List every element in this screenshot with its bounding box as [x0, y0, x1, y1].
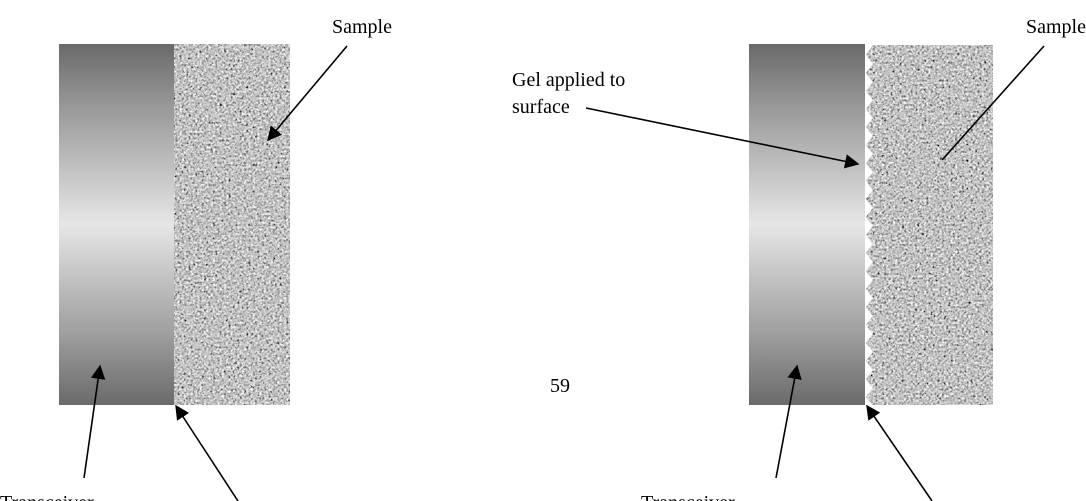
right-sample-arrow [941, 45, 1045, 161]
left-transceiver-arrow [83, 364, 106, 479]
gel-arrow [585, 107, 860, 169]
right-transceiver-block [749, 44, 865, 405]
gel-label-line1: Gel applied to [512, 69, 625, 91]
left-transceiver-block [59, 44, 174, 405]
left-transceiver-label: Transceiver [0, 492, 94, 501]
left-sample-label: Sample [332, 16, 392, 38]
right-transceiver-arrow [775, 364, 802, 479]
left-panel: Sample Transceiver [0, 16, 392, 501]
page-number: 59 [550, 375, 570, 397]
right-transceiver-label: Transceiver [641, 492, 735, 501]
right-sample-block [866, 45, 993, 405]
right-panel: Sample Gel applied to surface Transceive… [512, 16, 1086, 501]
gel-label-line2: surface [512, 96, 570, 118]
right-interface-arrow [866, 404, 933, 501]
right-sample-label: Sample [1026, 16, 1086, 38]
left-interface-arrow [175, 404, 239, 501]
left-sample-block [174, 44, 290, 405]
left-sample-arrow [267, 45, 348, 142]
